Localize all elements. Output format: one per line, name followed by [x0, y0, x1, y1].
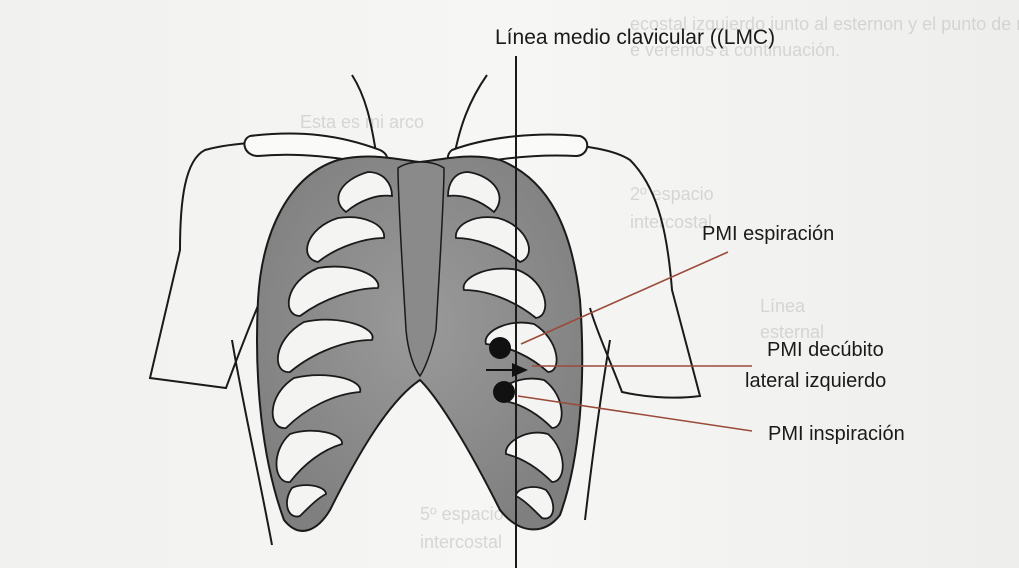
svg-text:5º espacio: 5º espacio: [420, 504, 504, 524]
mid-clavicular-line-label: Línea medio clavicular ((LMC): [495, 26, 775, 49]
pmi-expiration-dot: [489, 337, 511, 359]
pmi-espiracion-label: PMI espiración: [702, 223, 834, 245]
pmi-decubito-label-line1: PMI decúbito: [767, 339, 884, 361]
svg-text:Esta es mi arco: Esta es mi arco: [300, 112, 424, 132]
svg-text:2º espacio: 2º espacio: [630, 184, 714, 204]
pmi-decubito-label-line2: lateral izquierdo: [745, 370, 886, 392]
svg-text:Línea: Línea: [760, 296, 806, 316]
svg-text:intercostal: intercostal: [630, 212, 712, 232]
pmi-inspiracion-label: PMI inspiración: [768, 423, 905, 445]
svg-text:intercostal: intercostal: [420, 532, 502, 552]
pmi-inspiration-dot: [493, 381, 515, 403]
rib-cage: [257, 157, 582, 531]
